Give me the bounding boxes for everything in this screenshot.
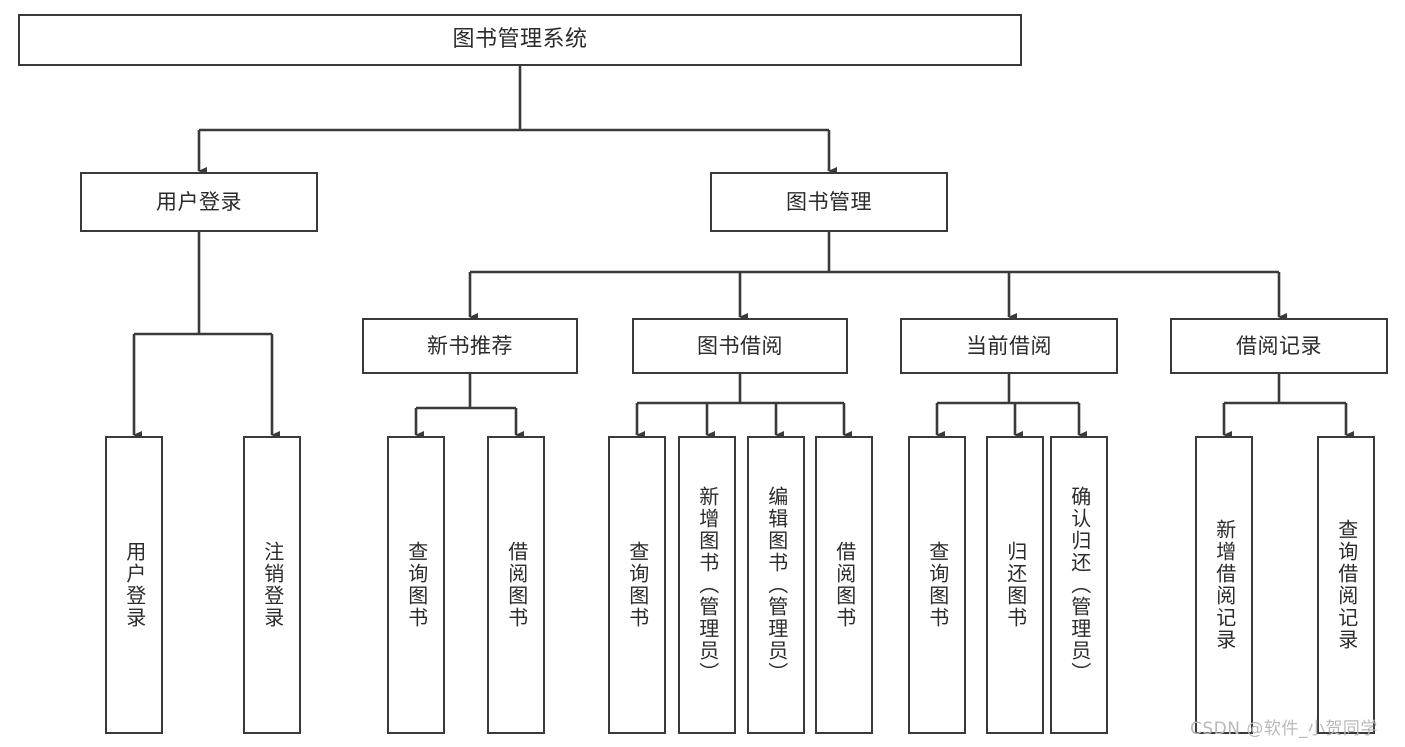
node-book-manage[interactable]: 图书管理 (710, 172, 948, 232)
node-leaf-add-record[interactable]: 新增借阅记录 (1195, 436, 1253, 734)
node-leaf-borrow-book[interactable]: 借阅图书 (815, 436, 873, 734)
edge-paths (132, 66, 1354, 439)
node-current-borrow[interactable]: 当前借阅 (900, 318, 1118, 374)
node-leaf-borrow-book-rec[interactable]: 借阅图书 (487, 436, 545, 734)
node-leaf-confirm-return[interactable]: 确认归还（管理员） (1050, 436, 1108, 734)
node-label: 图书管理 (786, 189, 872, 214)
node-label: 新增借阅记录 (1212, 519, 1237, 651)
node-leaf-return-book[interactable]: 归还图书 (986, 436, 1044, 734)
node-label: 查询借阅记录 (1334, 519, 1359, 651)
node-label: 查询图书 (404, 541, 429, 629)
node-label: 归还图书 (1003, 541, 1028, 629)
node-label: 借阅记录 (1236, 333, 1322, 358)
node-label: 当前借阅 (966, 333, 1052, 358)
node-label: 图书管理系统 (452, 27, 588, 53)
node-label: 查询图书 (925, 541, 950, 629)
node-label: 新书推荐 (427, 333, 513, 358)
node-label: 新增图书（管理员） (695, 486, 720, 684)
node-leaf-add-book[interactable]: 新增图书（管理员） (678, 436, 736, 734)
node-label: 借阅图书 (504, 541, 529, 629)
node-label: 查询图书 (625, 541, 650, 629)
node-label: 编辑图书（管理员） (764, 486, 789, 684)
node-label: 借阅图书 (832, 541, 857, 629)
node-user-login[interactable]: 用户登录 (80, 172, 318, 232)
node-leaf-user-logout[interactable]: 注销登录 (243, 436, 301, 734)
node-label: 图书借阅 (697, 333, 783, 358)
node-book-borrow[interactable]: 图书借阅 (632, 318, 848, 374)
node-leaf-query-record[interactable]: 查询借阅记录 (1317, 436, 1375, 734)
node-leaf-query-book-rec[interactable]: 查询图书 (387, 436, 445, 734)
node-leaf-query-book-current[interactable]: 查询图书 (908, 436, 966, 734)
node-borrow-record[interactable]: 借阅记录 (1170, 318, 1388, 374)
node-label: 用户登录 (156, 189, 242, 214)
node-label: 用户登录 (122, 541, 147, 629)
node-label: 确认归还（管理员） (1067, 486, 1092, 684)
node-new-book-rec[interactable]: 新书推荐 (362, 318, 578, 374)
node-root[interactable]: 图书管理系统 (18, 14, 1022, 66)
node-leaf-edit-book[interactable]: 编辑图书（管理员） (747, 436, 805, 734)
node-label: 注销登录 (260, 541, 285, 629)
node-leaf-query-book-borrow[interactable]: 查询图书 (608, 436, 666, 734)
watermark: CSDN @软件_小贺同学 (1190, 719, 1378, 739)
node-leaf-user-login[interactable]: 用户登录 (105, 436, 163, 734)
